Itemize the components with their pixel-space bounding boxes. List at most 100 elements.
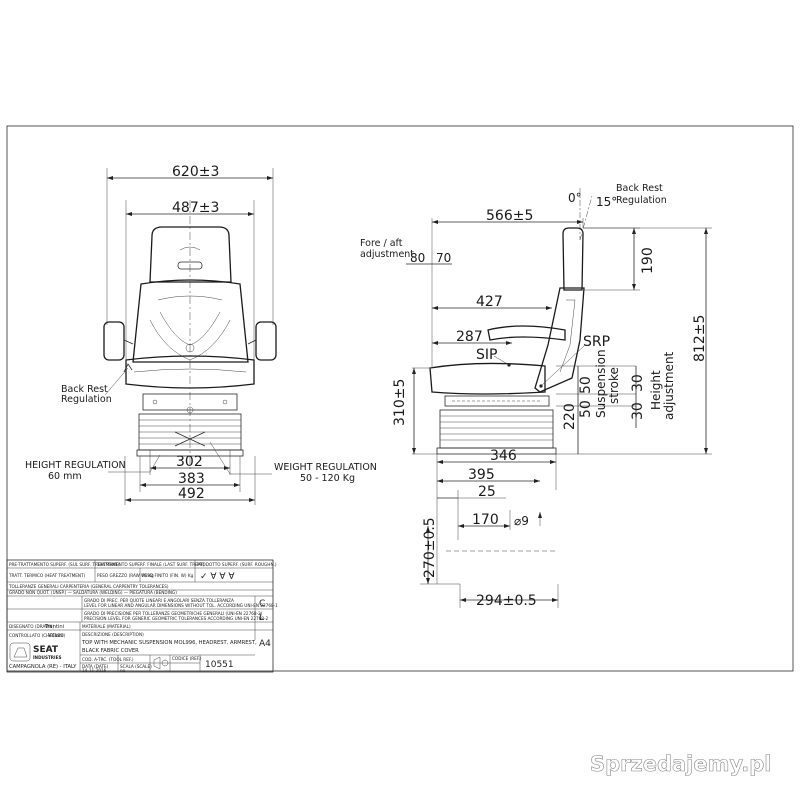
tb-unspecified-grade: GRADO NON QUOT. (UNSP.) — SALDATURA (WEL…	[9, 590, 177, 595]
tb-pretreatment: PRE-TRATTAMENTO SUPERF. (SUL SURF. TREAT…	[9, 562, 120, 567]
headrest-stitch	[179, 246, 201, 251]
label-srp: SRP	[583, 334, 610, 350]
seat-industries-logo: SEAT INDUSTRIES	[9, 642, 61, 662]
dim-346: 346	[490, 448, 517, 464]
dim-rail-294: 294±0.5	[476, 593, 537, 609]
dim-302: 302	[176, 454, 203, 470]
dim-25: 25	[478, 484, 496, 500]
side-view: 566±5 0° 15° Back Rest Regulation Fore /…	[360, 183, 712, 609]
armrest-right	[255, 321, 277, 361]
label-regulation-front: Regulation	[61, 394, 112, 405]
tb-sheet-l: L	[259, 613, 264, 623]
dim-seat-height-310: 310±5	[392, 379, 408, 426]
dim-492: 492	[178, 486, 205, 502]
dim-overall-width: 620±3	[172, 164, 219, 180]
tb-location: CAMPAGNOLA (RE) - ITALY	[9, 664, 77, 670]
dim-fore-80: 80	[410, 251, 425, 265]
tb-finish-symbols: ✓ ∀ ∀ ∀	[200, 572, 235, 582]
tb-drawn-label: DISEGNATO (DRAWN)	[9, 624, 54, 629]
svg-text:SEAT: SEAT	[33, 645, 59, 655]
tb-code-value: 10551	[205, 660, 234, 670]
tb-raw-weight: PESO GREZZO (RAW W) Kg	[97, 573, 154, 578]
side-armrest	[487, 325, 566, 341]
drawing-frame	[6, 125, 794, 672]
title-block: PRE-TRATTAMENTO SUPERF. (SUL SURF. TREAT…	[6, 559, 278, 673]
label-angle-0: 0°	[568, 191, 582, 205]
tb-description-1: TOP WITH MECHANIC SUSPENSION MOL996, HEA…	[81, 640, 257, 646]
tb-level-linear: LEVEL FOR LINEAR AND ANGULAR DIMENSIONS …	[84, 603, 278, 608]
tb-scale-value: no	[120, 668, 126, 673]
side-base-plate	[436, 447, 557, 455]
label-sip: SIP	[476, 347, 497, 363]
label-adjustment: adjustment	[360, 249, 414, 260]
dim-395: 395	[468, 467, 495, 483]
label-back-rest-front: Back Rest	[61, 384, 108, 395]
svg-text:✓ ∀ ∀ ∀: ✓ ∀ ∀ ∀	[200, 572, 235, 582]
dim-height-30b: 30	[630, 402, 646, 420]
dim-back-width: 487±3	[172, 200, 219, 216]
dim-depth-566: 566±5	[486, 208, 533, 224]
dim-220: 220	[562, 403, 578, 430]
backrest-lever	[123, 363, 133, 373]
tb-scale-label: SCALA (SCALE)	[120, 664, 152, 669]
tb-date-value: 14-11-2016	[82, 668, 107, 673]
side-backrest	[534, 287, 585, 393]
tb-drawn-value: Trentini	[44, 624, 64, 630]
dim-height-30a: 30	[630, 374, 646, 392]
cushion-outline	[125, 355, 255, 389]
tb-description-label: DESCRIZIONE (DESCRIPTION)	[82, 632, 144, 637]
backrest-outline	[132, 279, 249, 363]
dim-stroke-50b: 50	[578, 400, 594, 418]
tb-carpentry-tolerances: TOLLERANZE GENERALI CARPENTERIA (GENERAL…	[8, 584, 169, 589]
dim-headrest-190: 190	[640, 247, 656, 274]
label-fore-aft: Fore / aft	[360, 238, 403, 249]
dim-170: 170	[472, 512, 499, 528]
label-height-regulation-value: 60 mm	[48, 471, 82, 482]
label-angle-15: 15°	[596, 195, 617, 209]
label-stroke: stroke	[607, 367, 621, 404]
watermark: Sprzedajemy.pl	[590, 752, 771, 776]
tb-code-label: CODICE (REF.)	[172, 656, 202, 661]
armrest-left	[103, 321, 125, 361]
dim-287: 287	[456, 329, 483, 345]
tb-finished-weight: PESO FINITO (FIN. W) Kg	[142, 573, 194, 578]
side-rails	[444, 395, 550, 407]
front-view: 620±3 487±3 302 383 492 Back Rest Regula…	[25, 164, 377, 505]
side-cushion	[429, 362, 546, 395]
label-regulation-side: Regulation	[616, 195, 667, 206]
label-back-rest-side: Back Rest	[616, 183, 663, 194]
dim-hole-9: ⌀9	[514, 514, 529, 528]
tb-tool-ref-label: COD. A-TRC. (TOOL REF.)	[82, 657, 134, 662]
tb-checked-value: Villani	[48, 633, 64, 639]
dim-rail-270: 270±0.5	[422, 517, 438, 578]
tb-heat-treatment: TRATT. TERMICO (HEAT TREATMENT)	[8, 573, 86, 578]
tb-level-geometric: PRECISION LEVEL FOR GENERIC GEOMETRIC TO…	[84, 616, 268, 621]
tb-final-treatment: TRATTAMENTO SUPERF. FINALE (LAST SURF. T…	[96, 562, 205, 567]
side-suspension-bellows	[439, 409, 554, 449]
label-height-adjustment: adjustment	[662, 351, 676, 420]
side-headrest	[562, 227, 584, 291]
svg-text:INDUSTRIES: INDUSTRIES	[33, 655, 61, 660]
dim-stroke-50a: 50	[578, 376, 594, 394]
label-weight-regulation: WEIGHT REGULATION	[274, 462, 377, 473]
tb-material-label: MATERIALE (MATERIAL)	[82, 624, 131, 629]
label-height: Height	[649, 370, 663, 410]
dim-383: 383	[178, 471, 205, 487]
dim-total-height-812: 812±5	[692, 315, 708, 362]
tb-precision-linear: GRADO DI PREC. PER QUOTE LINEARI E ANGOL…	[84, 598, 234, 603]
label-height-regulation: HEIGHT REGULATION	[25, 460, 126, 471]
dim-427: 427	[476, 294, 503, 310]
tb-precision-geometric: GRADO DI PRECISIONE PER TOLLERANZE GEOME…	[84, 611, 263, 616]
tb-checked-label: CONTROLLATO (CHECKED)	[9, 633, 65, 638]
headrest-outline	[149, 226, 232, 283]
projection-symbol-icon	[153, 656, 169, 670]
tb-surface-roughness: PRODOTTO SUPERF. (SURF. ROUGHN.)	[197, 562, 277, 567]
tb-sheet-c: C	[259, 599, 265, 609]
tb-description-2: BLACK FABRIC COVER	[82, 648, 139, 654]
cushion-stitch	[133, 368, 247, 373]
label-weight-regulation-value: 50 - 120 Kg	[300, 473, 355, 484]
dim-fore-70: 70	[436, 251, 451, 265]
tb-size-a4: A4	[259, 639, 271, 649]
